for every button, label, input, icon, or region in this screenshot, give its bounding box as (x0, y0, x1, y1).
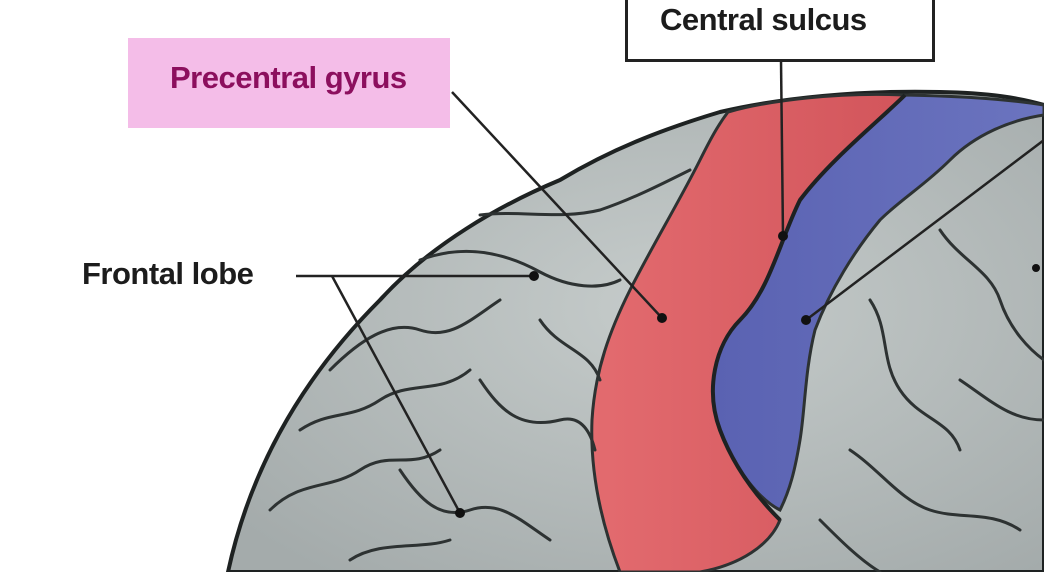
central-sulcus-label: Central sulcus (660, 2, 867, 37)
leader-dots (455, 231, 1040, 518)
frontal-lobe-leader-b (330, 275, 462, 514)
precentral-highlight-box (128, 38, 450, 128)
central-sulcus-line (710, 93, 907, 522)
central-sulcus-leader (779, 59, 785, 237)
leader-lines (296, 59, 1044, 514)
precentral-leader (451, 91, 663, 319)
central-sulcus-box (625, 0, 935, 62)
frontal-lobe-label: Frontal lobe (82, 256, 254, 291)
precentral-gyrus-label: Precentral gyrus (170, 60, 407, 95)
gyri-lines (268, 168, 1044, 572)
postcentral-leader (805, 139, 1044, 321)
